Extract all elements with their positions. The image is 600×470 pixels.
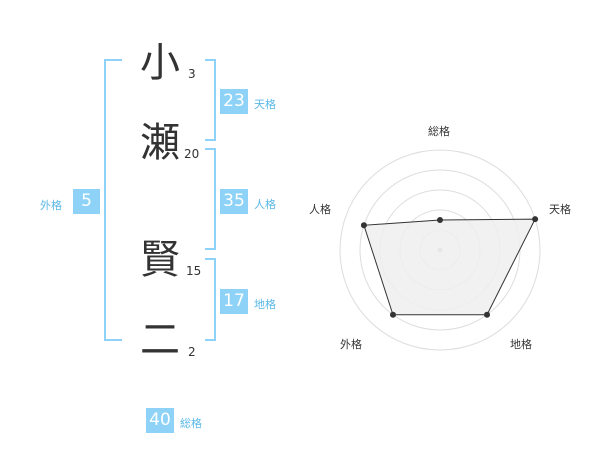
- chikaku-bracket: [205, 258, 216, 341]
- radar-label-soukaku: 総格: [428, 125, 450, 138]
- radar-grid-ring-5: [339, 149, 541, 351]
- name-char-2: 瀬: [140, 120, 180, 166]
- radar-point-2: [532, 216, 539, 223]
- radar-label-gaikaku: 外格: [340, 338, 362, 351]
- radar-label-chikaku: 地格: [510, 338, 532, 351]
- chikaku-label: 地格: [254, 298, 276, 311]
- stroke-count-4: 2: [188, 345, 196, 359]
- name-char-1: 小: [140, 40, 180, 86]
- gaikaku-value: 5: [73, 189, 100, 214]
- name-char-4: 二: [140, 317, 180, 363]
- tenkaku-bracket: [205, 59, 216, 141]
- chikaku-value: 17: [220, 289, 248, 314]
- radar-point-4: [389, 311, 396, 318]
- soukaku-value: 40: [146, 408, 174, 433]
- jinkaku-value: 35: [220, 189, 248, 214]
- soukaku-label: 総格: [180, 417, 202, 430]
- stroke-count-2: 20: [184, 147, 200, 161]
- stroke-count-3: 15: [186, 264, 202, 278]
- radar-label-jinkaku: 人格: [309, 203, 331, 216]
- radar-point-1: [437, 217, 443, 223]
- jinkaku-label: 人格: [254, 198, 276, 211]
- radar-point-5: [360, 222, 367, 229]
- jinkaku-bracket: [205, 148, 216, 250]
- name-char-3: 賢: [140, 237, 180, 283]
- radar-label-tenkaku: 天格: [549, 203, 571, 216]
- tenkaku-label: 天格: [254, 98, 276, 111]
- gaikaku-label: 外格: [40, 199, 62, 212]
- gaikaku-bracket: [104, 59, 122, 341]
- radar-point-3: [484, 311, 491, 318]
- stroke-count-1: 3: [188, 67, 196, 81]
- tenkaku-value: 23: [220, 89, 248, 114]
- radar-area: [363, 218, 536, 316]
